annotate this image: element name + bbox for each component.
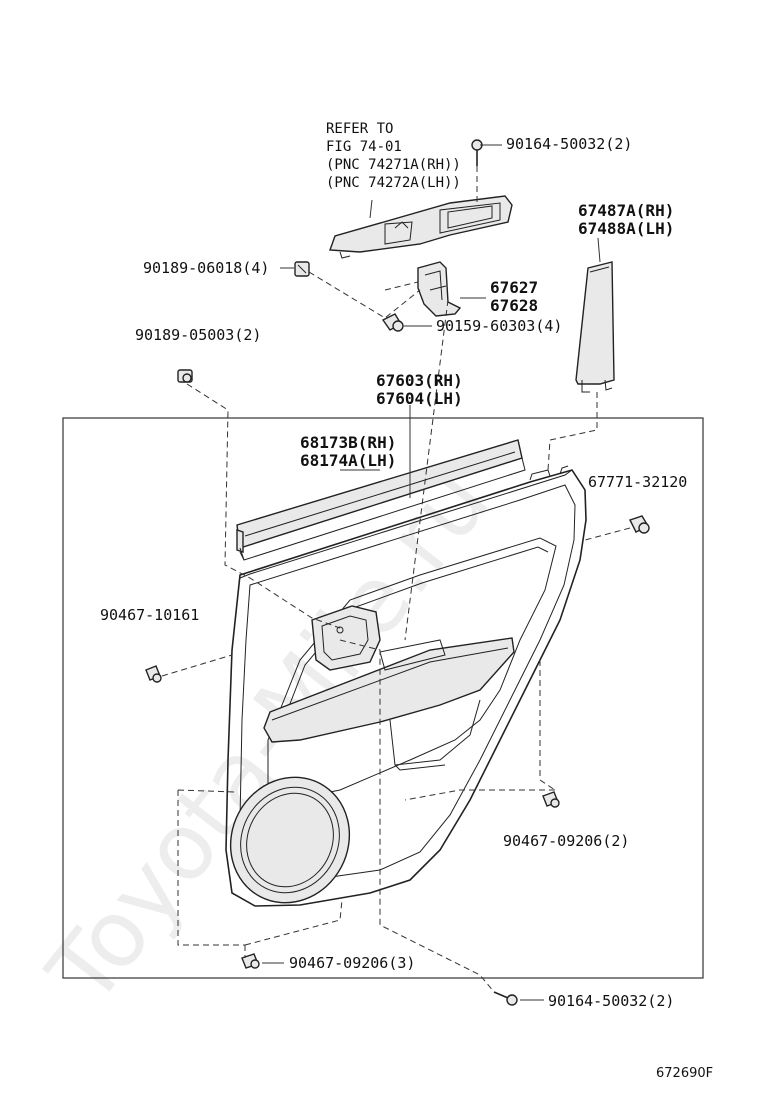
screw-mid-icon <box>381 313 404 332</box>
label-panel-lh: 67604(LH) <box>376 389 463 408</box>
door-garnish-part <box>575 261 615 393</box>
refer-note-line1: REFER TO <box>326 121 393 137</box>
screw-bottom-icon <box>493 991 518 1006</box>
label-clip-upper-left: 90189-06018(4) <box>143 259 269 277</box>
clip-upper-left-icon <box>294 261 310 277</box>
label-screw-mid: 90159-60303(4) <box>436 317 562 335</box>
clip-panel-bottom-icon <box>241 953 260 969</box>
clip-panel-left-icon <box>145 665 162 683</box>
label-bracket-b: 67628 <box>490 296 538 315</box>
leader-lines <box>262 144 601 1001</box>
refer-note-line3: (PNC 74271A(RH)) <box>326 157 461 173</box>
label-screw-top: 90164-50032(2) <box>506 135 632 153</box>
label-garnish-rh: 67487A(RH) <box>578 201 674 220</box>
clip-lower-left-icon <box>177 369 193 383</box>
label-panel-rh: 67603(RH) <box>376 371 463 390</box>
label-bracket-a: 67627 <box>490 278 538 297</box>
label-clip-lower-left: 90189-05003(2) <box>135 326 261 344</box>
label-clip-right-lower: 90467-09206(2) <box>503 832 629 850</box>
label-strip-lh: 68174A(LH) <box>300 451 396 470</box>
label-clip-panel-left: 90467-10161 <box>100 606 199 624</box>
weatherstrip-part <box>236 439 526 561</box>
label-screw-bottom: 90164-50032(2) <box>548 992 674 1010</box>
refer-note-line4: (PNC 74272A(LH)) <box>326 175 461 191</box>
door-trim-panel-part <box>225 465 587 907</box>
figure-code: 672690F <box>656 1066 713 1081</box>
label-clip-right: 67771-32120 <box>588 473 687 491</box>
screw-top-icon <box>471 139 483 166</box>
bracket-part <box>417 261 462 317</box>
clip-panel-right-lower-icon <box>542 791 560 808</box>
label-clip-bottom: 90467-09206(3) <box>289 954 415 972</box>
refer-note-line2: FIG 74-01 <box>326 139 402 155</box>
label-strip-rh: 68173B(RH) <box>300 433 396 452</box>
panel-frame <box>62 417 704 979</box>
label-garnish-lh: 67488A(LH) <box>578 219 674 238</box>
assembly-guide-lines <box>161 166 631 993</box>
switch-base-part <box>329 195 513 259</box>
clip-right-icon <box>629 515 650 534</box>
